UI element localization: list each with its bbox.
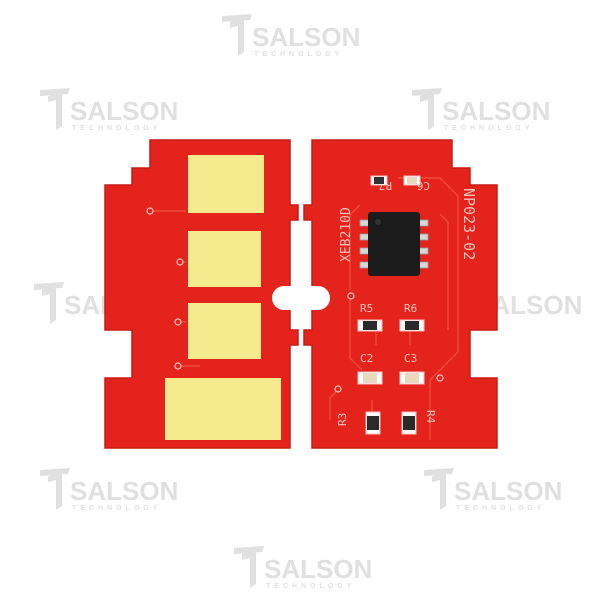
watermark-tagline: TECHNOLOGY <box>72 505 161 512</box>
salson-logo-icon <box>34 282 64 324</box>
salson-logo-icon <box>40 468 70 510</box>
salson-logo-icon <box>222 14 252 56</box>
watermark-tagline: TECHNOLOGY <box>266 583 355 590</box>
left-board-outline <box>104 139 299 449</box>
watermark-brand: SALSON <box>70 476 178 506</box>
watermark-brand: SALSON <box>442 96 550 126</box>
left-board-vias <box>146 207 184 370</box>
left-chip-board <box>104 139 299 449</box>
smd-c6 <box>403 175 421 186</box>
watermark-tagline: TECHNOLOGY <box>444 125 533 132</box>
watermark-brand: SALSON <box>454 476 562 506</box>
watermark-brand: SALSON <box>70 96 178 126</box>
watermark-upper-right: SALSON TECHNOLOGY <box>412 88 550 132</box>
smd-r7 <box>370 175 388 186</box>
smd-r3 <box>365 411 381 435</box>
watermark-top: SALSON TECHNOLOGY <box>222 14 360 58</box>
right-board-vias <box>334 292 444 393</box>
contact-pad-4 <box>165 378 281 440</box>
contact-pad-1 <box>188 155 264 213</box>
smd-r5 <box>357 319 383 332</box>
watermark-lower-left: SALSON TECHNOLOGY <box>40 468 178 512</box>
smd-c3 <box>399 371 425 385</box>
contact-pad-3 <box>188 303 261 359</box>
label-r6: R6 <box>404 302 417 315</box>
watermark-upper-left: SALSON TECHNOLOGY <box>40 88 178 132</box>
salson-logo-icon <box>40 88 70 130</box>
label-r5: R5 <box>360 302 373 315</box>
label-c2: C2 <box>360 352 373 365</box>
label-c3: C3 <box>404 352 417 365</box>
watermark-tagline: TECHNOLOGY <box>254 51 343 58</box>
ic-chip <box>359 212 429 276</box>
salson-logo-icon <box>234 546 264 588</box>
chip-marking: XEB210D <box>339 207 354 262</box>
right-board-outline <box>303 139 498 449</box>
watermark-brand: SALSON <box>264 554 372 584</box>
watermark-tagline: TECHNOLOGY <box>72 125 161 132</box>
label-r3: R3 <box>336 413 349 426</box>
smd-c2 <box>357 371 383 385</box>
watermark-lower-right: SALSON TECHNOLOGY <box>424 468 562 512</box>
label-r4: R4 <box>424 410 437 424</box>
watermark-tagline: TECHNOLOGY <box>456 505 545 512</box>
board-slot <box>272 286 330 310</box>
contact-pad-2 <box>188 231 261 287</box>
salson-logo-icon <box>412 88 442 130</box>
right-chip-board: R7 C6 R5 R6 C2 C3 R3 R4 XEB210D NP023-02 <box>272 139 498 449</box>
smd-r6 <box>399 319 425 332</box>
watermark-bottom: SALSON TECHNOLOGY <box>234 546 372 590</box>
board-code: NP023-02 <box>460 188 478 260</box>
smd-r4 <box>401 411 417 435</box>
watermark-brand: SALSON <box>252 22 360 52</box>
right-board-traces <box>329 177 459 440</box>
salson-logo-icon <box>424 468 454 510</box>
